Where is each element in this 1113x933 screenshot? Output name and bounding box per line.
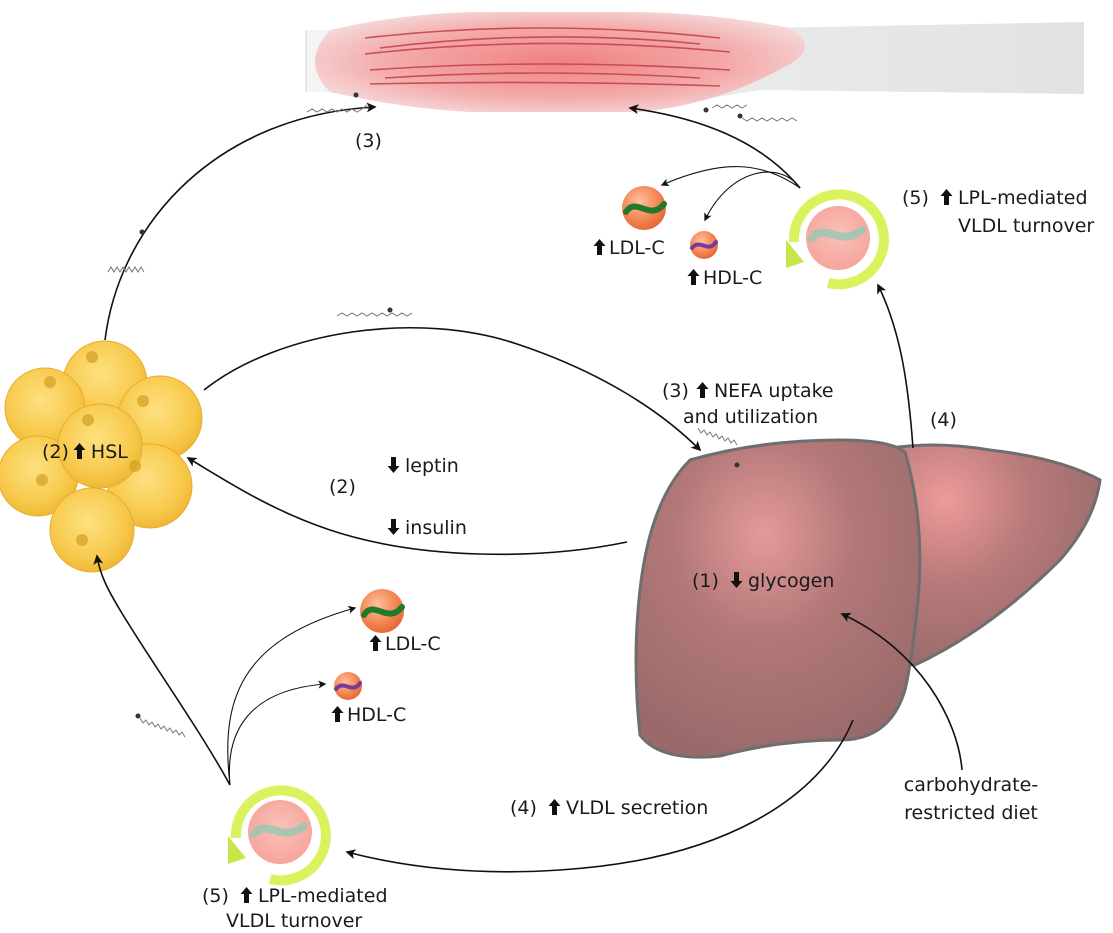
lpl-vldl-ring-top <box>786 189 889 290</box>
lpl-bottom-line1: (5) LPL-mediated <box>202 884 388 908</box>
down-arrow-icon <box>387 519 400 535</box>
leptin-label: leptin <box>386 454 459 478</box>
diet-label-line2: restricted diet <box>904 802 1038 824</box>
hsl-text: HSL <box>90 441 128 463</box>
down-arrow-icon <box>387 457 400 473</box>
ldl-bottom-label: LDL-C <box>368 632 441 656</box>
liver-icon <box>634 438 1102 759</box>
diet-label-line1: carbohydrate- <box>903 774 1039 796</box>
insulin-label: insulin <box>386 516 467 540</box>
vldl-secretion-step: (4) <box>510 797 537 819</box>
muscle-step-label: (3) <box>355 130 382 152</box>
ldl-particle-top <box>622 186 667 230</box>
up-arrow-icon <box>696 382 709 398</box>
leptin-text: leptin <box>405 455 459 477</box>
lpl-top-step: (5) <box>902 187 929 209</box>
lpl-top-text: LPL-mediated <box>957 187 1088 209</box>
lpl-top-line2: VLDL turnover <box>958 215 1095 237</box>
hdl-bottom-label: HDL-C <box>330 703 406 727</box>
up-arrow-icon <box>331 706 344 722</box>
muscle-icon <box>305 12 1084 112</box>
ldl-top-text: LDL-C <box>609 237 665 259</box>
hdl-top-text: HDL-C <box>703 267 763 289</box>
adipose-tissue-icon <box>0 340 203 573</box>
insulin-text: insulin <box>405 517 467 539</box>
vldl-secretion-text: VLDL secretion <box>565 797 709 819</box>
vldl-secretion-label: (4) VLDL secretion <box>510 796 708 820</box>
nefa-step: (3) <box>662 380 689 402</box>
up-arrow-icon <box>548 799 561 815</box>
pathway-arrows <box>93 102 963 873</box>
liver-output-step-label: (4) <box>930 409 957 431</box>
up-arrow-icon <box>593 239 606 255</box>
nefa-uptake-label: (3) NEFA uptake <box>662 379 834 403</box>
glycogen-step: (1) <box>692 570 719 592</box>
hsl-label: (2) HSL <box>42 440 128 464</box>
lpl-bottom-step: (5) <box>202 885 229 907</box>
up-arrow-icon <box>240 887 253 903</box>
lpl-vldl-ring-bottom <box>228 785 331 886</box>
up-arrow-icon <box>73 443 86 459</box>
lpl-bottom-text: LPL-mediated <box>257 885 388 907</box>
glycogen-text: glycogen <box>747 570 835 592</box>
down-arrow-icon <box>730 572 743 588</box>
lpl-bottom-line2: VLDL turnover <box>226 910 363 932</box>
nefa-text: NEFA uptake <box>713 380 834 402</box>
ldl-top-label: LDL-C <box>592 236 665 260</box>
up-arrow-icon <box>940 189 953 205</box>
ldl-bottom-text: LDL-C <box>385 633 441 655</box>
nefa-utilization-label: and utilization <box>683 406 819 428</box>
up-arrow-icon <box>687 269 700 285</box>
hdl-bottom-text: HDL-C <box>347 704 407 726</box>
fatty-acid-icons <box>107 104 798 738</box>
hdl-particle-top <box>690 231 718 259</box>
hdl-top-label: HDL-C <box>686 266 762 290</box>
hormone-step-label: (2) <box>329 476 356 498</box>
glycogen-label: (1) glycogen <box>692 569 834 593</box>
hdl-particle-bottom <box>334 672 362 700</box>
lpl-top-line1: (5) LPL-mediated <box>902 186 1088 210</box>
hsl-step: (2) <box>42 441 69 463</box>
up-arrow-icon <box>369 635 382 651</box>
ldl-particle-bottom <box>360 589 405 633</box>
